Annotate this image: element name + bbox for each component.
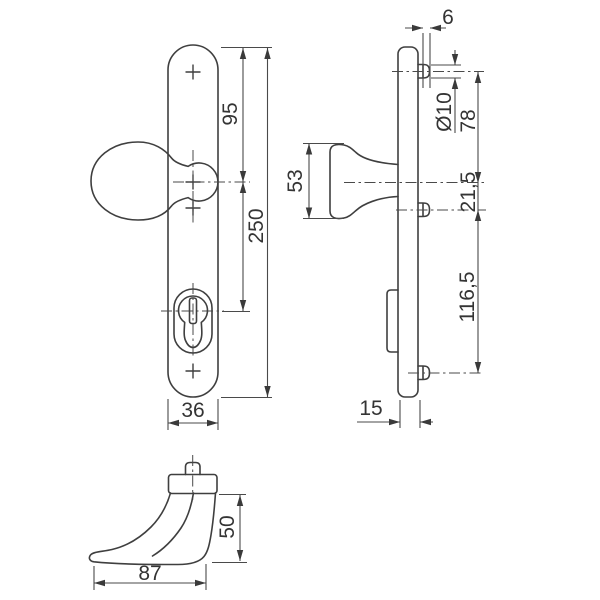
dim-label-116-5: 116,5: [456, 272, 479, 323]
dim-label-dia10: Ø10: [433, 92, 456, 132]
dim-label-78: 78: [457, 109, 480, 132]
dim-label-87: 87: [138, 562, 161, 585]
handle-profile-view: [88, 455, 218, 566]
dim-label-50: 50: [216, 515, 239, 538]
dim-label-95: 95: [219, 102, 242, 125]
dim-label-15: 15: [359, 397, 382, 420]
dim-label-21-5: 21,5: [457, 172, 480, 213]
keyway: [188, 297, 198, 325]
cylinder-keyhole: [177, 295, 209, 349]
knob-front: [90, 141, 219, 221]
handle-lever-body: [88, 492, 217, 566]
screw-cross-top: [185, 64, 201, 80]
front-dimensions: 95 250 36: [167, 46, 272, 430]
side-view: [329, 46, 486, 398]
front-view: [90, 44, 250, 398]
handle-lever-inner-contour: [151, 492, 195, 557]
cylinder-housing-side: [386, 289, 399, 353]
screw-cross-bottom: [185, 363, 201, 379]
dim-label-36: 36: [181, 399, 204, 422]
dim-label-250: 250: [245, 208, 268, 243]
cylinder-escutcheon-oval: [173, 288, 213, 354]
side-dimensions: 6 Ø10 78 21,5 116,5 53 15: [284, 6, 482, 428]
knob-side: [329, 143, 399, 220]
dim-label-53: 53: [284, 169, 307, 192]
backplate-front: [167, 44, 219, 398]
backplate-side: [397, 46, 419, 398]
handle-profile-dimensions: 50 87: [93, 493, 247, 590]
dim-label-6: 6: [442, 6, 454, 29]
